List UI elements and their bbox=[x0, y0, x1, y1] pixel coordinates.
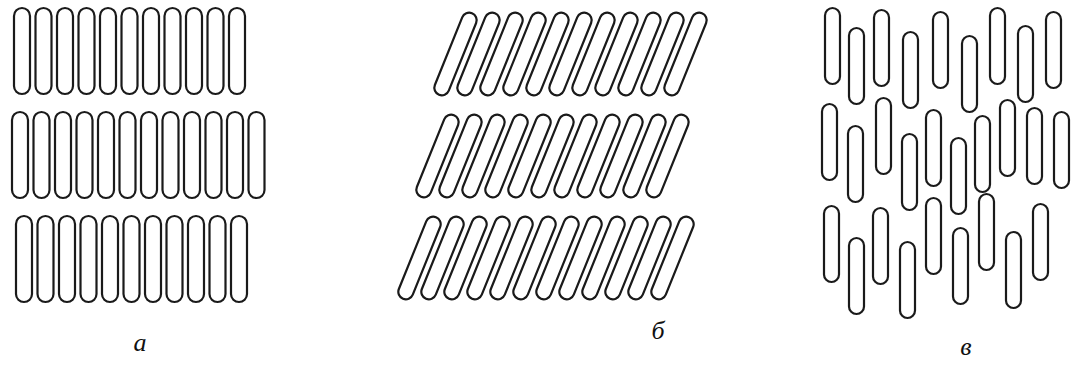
upright-rod bbox=[167, 216, 183, 302]
upright-rod bbox=[81, 216, 97, 302]
upright-rod bbox=[59, 216, 75, 302]
upright-rod bbox=[141, 112, 157, 198]
upright-rod bbox=[206, 112, 222, 198]
upright-rod bbox=[143, 8, 159, 94]
upright-rod bbox=[124, 216, 140, 302]
upright-rod bbox=[122, 8, 138, 94]
random-rod bbox=[1006, 232, 1021, 308]
tilted-rod bbox=[644, 112, 691, 199]
upright-rod bbox=[231, 216, 247, 302]
upright-rod bbox=[145, 216, 161, 302]
random-rod bbox=[933, 12, 948, 88]
tilted-rod bbox=[662, 10, 709, 97]
upright-rod bbox=[210, 216, 226, 302]
random-rod bbox=[979, 194, 994, 270]
upright-rod bbox=[57, 8, 73, 94]
random-rod bbox=[1027, 108, 1042, 184]
upright-rod bbox=[249, 112, 265, 198]
upright-rod bbox=[79, 8, 95, 94]
upright-rod bbox=[98, 112, 114, 198]
upright-rod bbox=[184, 112, 200, 198]
random-rod bbox=[951, 138, 966, 214]
upright-rod bbox=[229, 8, 245, 94]
upright-rod bbox=[14, 8, 30, 94]
random-rod bbox=[849, 28, 864, 104]
upright-rod bbox=[165, 8, 181, 94]
upright-rod bbox=[120, 112, 136, 198]
upright-rod bbox=[102, 216, 118, 302]
panel-letter: а bbox=[134, 330, 147, 356]
random-rod bbox=[926, 110, 941, 186]
random-rod bbox=[822, 104, 837, 180]
random-rod bbox=[1000, 100, 1015, 176]
random-rod bbox=[849, 238, 864, 314]
random-rod bbox=[900, 242, 915, 318]
upright-rod bbox=[34, 112, 50, 198]
random-rod bbox=[1018, 26, 1033, 102]
upright-rod bbox=[12, 112, 28, 198]
random-rod bbox=[903, 32, 918, 108]
upright-rod bbox=[186, 8, 202, 94]
random-rod bbox=[1033, 204, 1048, 280]
random-rod bbox=[990, 8, 1005, 84]
upright-rod bbox=[77, 112, 93, 198]
upright-rod bbox=[36, 8, 52, 94]
random-rod bbox=[824, 206, 839, 282]
upright-rod bbox=[227, 112, 243, 198]
upright-rod bbox=[208, 8, 224, 94]
upright-rod bbox=[100, 8, 116, 94]
random-rod bbox=[926, 198, 941, 274]
tilted-rod bbox=[649, 214, 696, 301]
random-rod bbox=[1046, 12, 1061, 88]
random-rod bbox=[1054, 112, 1069, 188]
random-rod bbox=[975, 116, 990, 192]
panel-letter: в bbox=[960, 334, 971, 360]
random-rod bbox=[825, 8, 840, 84]
random-rod bbox=[848, 126, 863, 202]
upright-rod bbox=[188, 216, 204, 302]
random-rod bbox=[902, 134, 917, 210]
upright-rod bbox=[55, 112, 71, 198]
random-rod bbox=[962, 36, 977, 112]
upright-rod bbox=[16, 216, 32, 302]
random-rod bbox=[874, 10, 889, 86]
upright-rod bbox=[163, 112, 179, 198]
random-rod bbox=[953, 228, 968, 304]
random-rod bbox=[876, 98, 891, 174]
panel-letter: б bbox=[651, 318, 664, 344]
upright-rod bbox=[38, 216, 54, 302]
random-rod bbox=[873, 208, 888, 284]
